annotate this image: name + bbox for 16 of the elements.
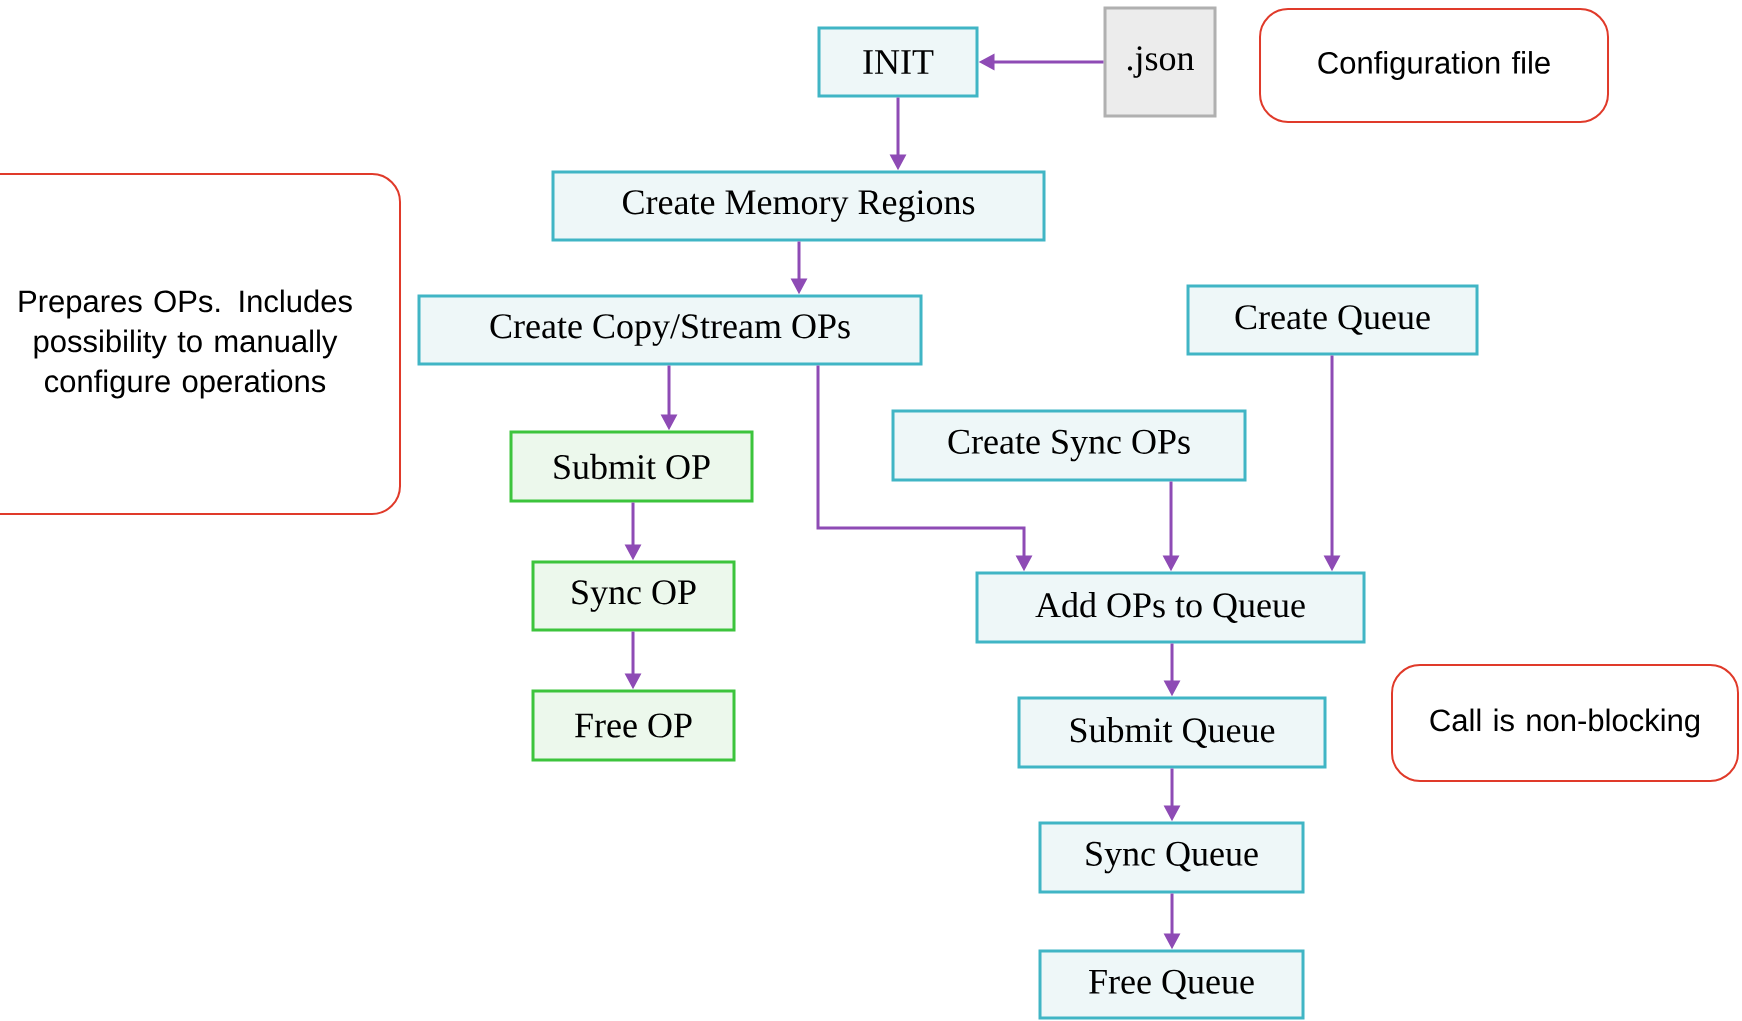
process-box: Create Queue <box>1186 284 1479 356</box>
process-box: Add OPs to Queue <box>975 571 1366 644</box>
process-box: Sync OP <box>531 560 736 632</box>
callout-box: Prepares OPs. Includes possibility to manually configure operations <box>0 173 401 515</box>
process-box: Sync Queue <box>1038 821 1305 894</box>
process-box: Create Copy/Stream OPs <box>417 294 923 366</box>
process-box: Submit Queue <box>1017 696 1327 769</box>
process-box: Free Queue <box>1038 949 1305 1020</box>
file-box: .json <box>1103 6 1217 118</box>
process-box: Submit OP <box>509 430 754 503</box>
process-box: Free OP <box>531 689 736 762</box>
callout-box: Configuration file <box>1259 8 1609 123</box>
process-box: INIT <box>817 26 979 98</box>
process-box: Create Sync OPs <box>891 409 1247 482</box>
process-box: Create Memory Regions <box>551 170 1046 242</box>
callout-box: Call is non-blocking <box>1391 664 1739 782</box>
